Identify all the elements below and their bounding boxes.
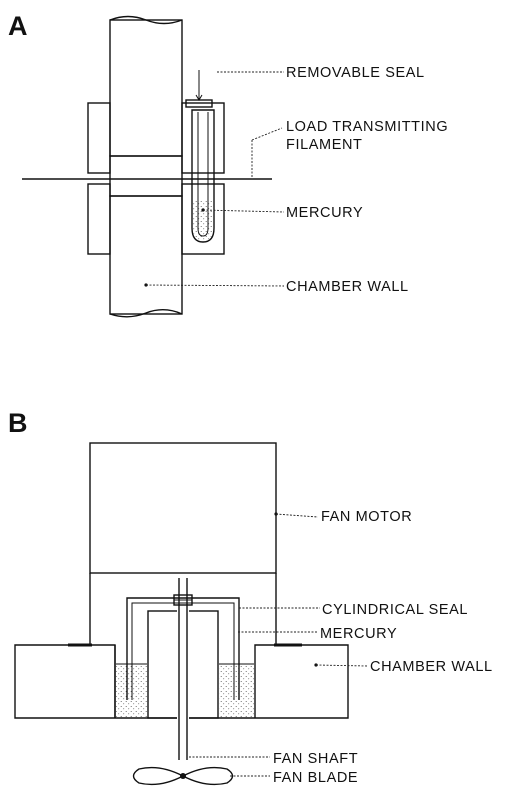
label-filament: FILAMENT (286, 137, 363, 153)
cylindrical-seal (126, 594, 240, 700)
label-mercury-b: MERCURY (320, 626, 397, 642)
label-fan-shaft: FAN SHAFT (273, 751, 358, 767)
label-chamber-wall-b: CHAMBER WALL (370, 659, 493, 675)
label-mercury-a: MERCURY (286, 205, 363, 221)
panel-a-letter: A (8, 11, 28, 41)
label-cylindrical-seal: CYLINDRICAL SEAL (322, 602, 468, 618)
panel-b-letter: B (8, 408, 28, 438)
panel-a-right-block (181, 70, 225, 255)
fan-blade (132, 766, 234, 786)
panel-a-left-block (87, 102, 111, 255)
label-removable-seal: REMOVABLE SEAL (286, 65, 425, 81)
label-load-transmitting: LOAD TRANSMITTING (286, 119, 448, 135)
panel-b: B (8, 408, 493, 786)
fan-motor-box (89, 442, 277, 574)
label-fan-blade: FAN BLADE (273, 770, 358, 786)
label-fan-motor: FAN MOTOR (321, 509, 412, 525)
panel-a: A (8, 11, 448, 318)
panel-b-mercury-right (219, 664, 254, 717)
panel-a-chamber-wall-column (109, 15, 183, 318)
label-chamber-wall-a: CHAMBER WALL (286, 279, 409, 295)
